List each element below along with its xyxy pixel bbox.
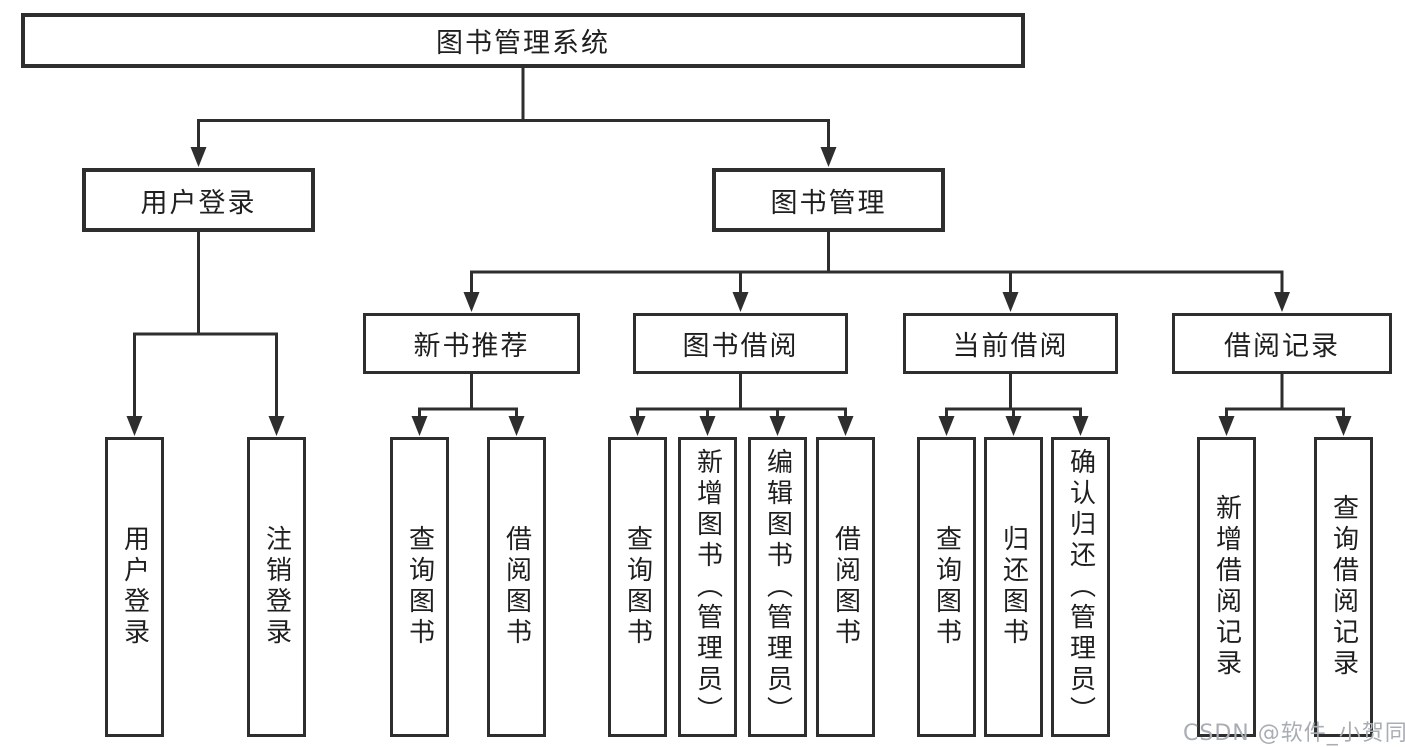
watermark: CSDN @软件_小贺同学	[1183, 721, 1405, 746]
leaf-recommend-borrow-books-label: 借阅图书	[501, 525, 532, 649]
leaf-current-query-books: 查询图书	[917, 437, 976, 737]
leaf-logout: 注销登录	[247, 437, 306, 737]
leaf-borrow-edit-books-admin-label: 编辑图书（管理员）	[762, 447, 793, 727]
node-book-management-label: 图书管理	[770, 187, 887, 219]
leaf-current-confirm-return-admin-label: 确认归还（管理员）	[1065, 447, 1096, 727]
node-borrowing-records-label: 借阅记录	[1224, 331, 1340, 362]
leaf-borrow-borrow-books: 借阅图书	[816, 437, 875, 737]
node-book-management: 图书管理	[712, 168, 945, 232]
leaf-current-return-books-label: 归还图书	[998, 525, 1029, 649]
leaf-borrow-query-books-label: 查询图书	[622, 525, 653, 649]
leaf-records-query-record: 查询借阅记录	[1314, 437, 1373, 737]
node-current-borrowing: 当前借阅	[903, 313, 1118, 374]
leaf-user-login-label: 用户登录	[119, 525, 150, 649]
node-current-borrowing-label: 当前借阅	[952, 331, 1069, 362]
leaf-current-confirm-return-admin: 确认归还（管理员）	[1051, 437, 1110, 737]
leaf-borrow-edit-books-admin: 编辑图书（管理员）	[748, 437, 807, 737]
leaf-recommend-query-books: 查询图书	[390, 437, 449, 737]
leaf-records-query-record-label: 查询借阅记录	[1328, 494, 1359, 680]
node-root: 图书管理系统	[21, 13, 1025, 68]
leaf-user-login: 用户登录	[105, 437, 164, 737]
leaf-records-add-record-label: 新增借阅记录	[1211, 494, 1242, 680]
node-borrowing-records: 借阅记录	[1172, 313, 1392, 374]
node-book-borrowing: 图书借阅	[633, 313, 848, 374]
leaf-borrow-borrow-books-label: 借阅图书	[830, 525, 861, 649]
node-new-book-recommendation: 新书推荐	[363, 313, 580, 374]
leaf-recommend-borrow-books: 借阅图书	[487, 437, 546, 737]
leaf-logout-label: 注销登录	[261, 525, 292, 649]
node-book-borrowing-label: 图书借阅	[682, 331, 799, 362]
node-root-label: 图书管理系统	[436, 28, 610, 59]
leaf-borrow-add-books-admin: 新增图书（管理员）	[678, 437, 737, 737]
leaf-records-add-record: 新增借阅记录	[1197, 437, 1256, 737]
leaf-borrow-query-books: 查询图书	[608, 437, 667, 737]
node-user-login-label: 用户登录	[140, 187, 257, 219]
leaf-current-query-books-label: 查询图书	[931, 525, 962, 649]
node-user-login: 用户登录	[82, 168, 315, 232]
leaf-current-return-books: 归还图书	[984, 437, 1043, 737]
leaf-borrow-add-books-admin-label: 新增图书（管理员）	[692, 447, 723, 727]
leaf-recommend-query-books-label: 查询图书	[404, 525, 435, 649]
node-new-book-recommendation-label: 新书推荐	[413, 331, 530, 362]
